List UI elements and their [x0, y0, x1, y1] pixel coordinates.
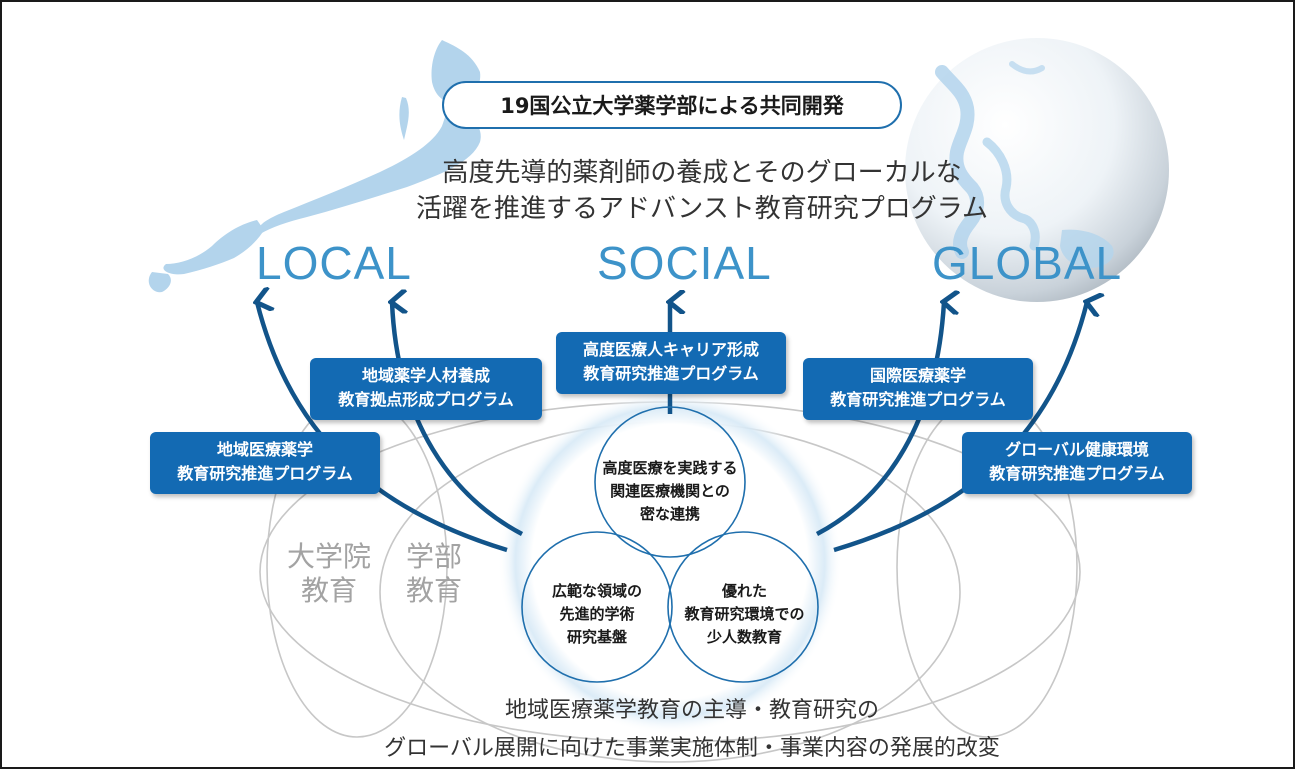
venn-circle-left — [521, 531, 673, 683]
venn-circle-top — [594, 406, 746, 558]
joint-development-pill: 19国公立大学薬学部による共同開発 — [442, 81, 902, 129]
venn-right-line: 少人数教育 — [706, 628, 782, 646]
undergrad-education-label: 学部 教育 — [406, 540, 462, 608]
center-glow-circle — [498, 390, 842, 734]
headline-line-2: 活躍を推進するアドバンスト教育研究プログラム — [415, 194, 988, 224]
venn-top-line: 密な連携 — [639, 505, 700, 523]
venn-left-line: 研究基盤 — [566, 628, 627, 646]
arrow-local-inner — [392, 302, 524, 536]
venn-right-text: 優れた 教育研究環境での 少人数教育 — [662, 580, 827, 649]
arrow-local-outer — [257, 302, 508, 553]
program-box-line1: 地域医療薬学 — [216, 440, 313, 459]
venn-right-line: 教育研究環境での — [684, 605, 805, 623]
venn-top-line: 関連医療機関との — [610, 482, 730, 500]
program-box-regional-talent: 地域薬学人材養成 教育拠点形成プログラム — [310, 358, 542, 420]
program-box-line2: 教育拠点形成プログラム — [338, 390, 514, 409]
venn-left-text: 広範な領域の 先進的学術 研究基盤 — [522, 580, 672, 649]
venn-left-line: 先進的学術 — [559, 605, 635, 623]
program-box-line1: 地域薬学人材養成 — [361, 366, 490, 385]
globe-graphic — [905, 38, 1169, 302]
venn-top-line: 高度医療を実践する — [602, 459, 738, 477]
program-box-line2: 教育研究推進プログラム — [583, 364, 759, 383]
venn-right-line: 優れた — [721, 582, 767, 600]
program-box-line1: 高度医療人キャリア形成 — [582, 340, 759, 359]
program-box-line1: グローバル健康環境 — [1005, 440, 1149, 459]
undergrad-line1: 学部 — [406, 540, 463, 573]
label-global: GLOBAL — [932, 237, 1123, 289]
venn-top-text: 高度医療を実践する 関連医療機関との 密な連携 — [570, 457, 770, 526]
graduate-line1: 大学院 — [287, 540, 372, 573]
program-box-line1: 国際医療薬学 — [869, 366, 966, 385]
program-box-international: 国際医療薬学 教育研究推進プログラム — [803, 358, 1033, 420]
arrow-global-outer — [833, 302, 1087, 553]
pill-text: 19国公立大学薬学部による共同開発 — [500, 94, 844, 118]
venn-left-line: 広範な領域の — [551, 582, 642, 600]
program-box-global-health: グローバル健康環境 教育研究推進プログラム — [962, 432, 1192, 494]
footer-line-2: グローバル展開に向けた事業実施体制・事業内容の発展的改変 — [384, 736, 1000, 761]
headline-line-1: 高度先導的薬剤師の養成とそのグローカルな — [442, 158, 962, 188]
label-social: SOCIAL — [597, 237, 772, 289]
footer-line-1: 地域医療薬学教育の主導・教育研究の — [504, 698, 879, 723]
undergrad-line2: 教育 — [406, 574, 463, 607]
venn-circle-right — [667, 531, 819, 683]
program-box-regional-pharmacy: 地域医療薬学 教育研究推進プログラム — [150, 432, 380, 494]
graduate-line2: 教育 — [301, 574, 358, 607]
graduate-education-label: 大学院 教育 — [287, 540, 371, 608]
japan-map — [148, 40, 481, 293]
program-box-line2: 教育研究推進プログラム — [177, 464, 353, 483]
program-box-career-formation: 高度医療人キャリア形成 教育研究推進プログラム — [556, 332, 786, 394]
arrow-global-inner — [815, 302, 944, 536]
label-local: LOCAL — [256, 237, 412, 289]
program-box-line2: 教育研究推進プログラム — [989, 464, 1165, 483]
program-box-line2: 教育研究推進プログラム — [830, 390, 1006, 409]
